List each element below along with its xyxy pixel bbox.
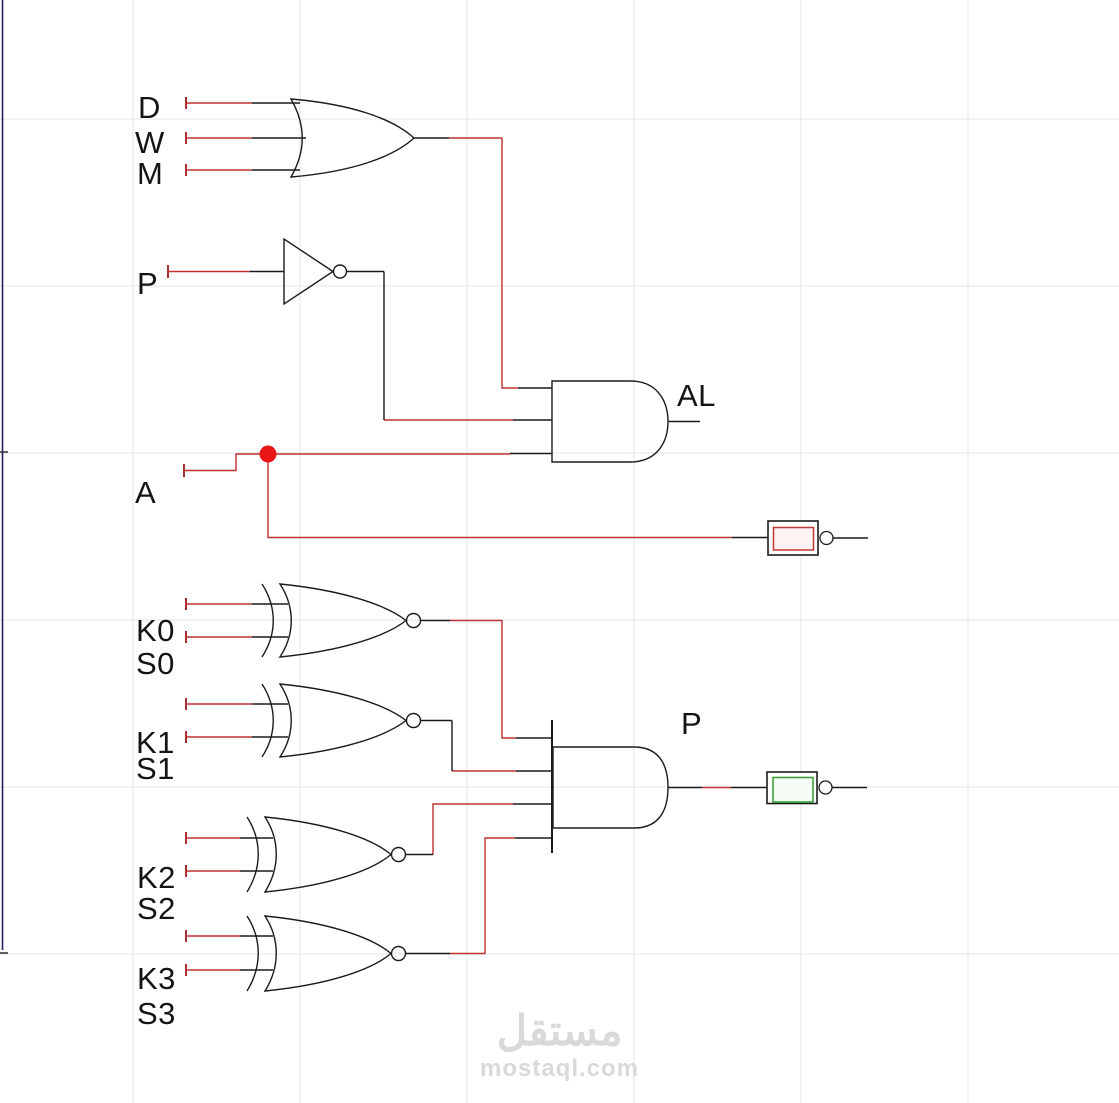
indicator-green-lens[interactable] <box>772 776 814 803</box>
wire-xnor0-to-and[interactable] <box>450 619 516 739</box>
watermark-arabic: مستقل <box>496 1007 623 1054</box>
input-label-d: D <box>138 90 161 125</box>
xnor2-back-arc <box>246 816 259 893</box>
input-label-k0: K0 <box>136 613 175 648</box>
not-body[interactable] <box>283 237 335 306</box>
not-gate[interactable] <box>250 237 385 420</box>
input-label-s3: S3 <box>137 996 176 1031</box>
xnor2-body[interactable] <box>263 816 393 893</box>
wire-a[interactable] <box>184 453 510 472</box>
gate-label-p: P <box>681 706 703 741</box>
or-gate[interactable] <box>252 98 449 178</box>
xnor1-bubble <box>405 712 422 729</box>
xnor-gate-k2s2[interactable] <box>240 816 433 893</box>
xnor0-body[interactable] <box>278 583 408 658</box>
input-label-k2: K2 <box>137 860 176 895</box>
xnor3-body[interactable] <box>263 915 393 992</box>
input-label-s1: S1 <box>136 751 175 786</box>
input-label-k1: K1 <box>136 725 175 760</box>
junction-dot[interactable] <box>259 445 277 463</box>
indicator-red[interactable] <box>732 520 868 556</box>
wire-a-to-led[interactable] <box>267 454 732 539</box>
or-body[interactable] <box>289 98 416 178</box>
xnor-gate-k0s0[interactable] <box>252 583 450 658</box>
wire-xnor3-to-and[interactable] <box>450 837 515 955</box>
indicator-red-lens[interactable] <box>772 526 815 551</box>
input-label-s2: S2 <box>137 891 176 926</box>
xnor1-back-arc <box>261 683 274 758</box>
input-terminals[interactable] <box>167 97 187 976</box>
input-label-k3: K3 <box>137 961 176 996</box>
indicator-green-bubble <box>818 780 833 795</box>
gate-label-al: AL <box>677 378 716 413</box>
indicator-red-bubble <box>819 530 834 546</box>
xnor-gate-k1s1[interactable] <box>252 683 453 771</box>
sheet-border <box>0 0 8 954</box>
input-label-m: M <box>137 156 164 191</box>
al-body[interactable] <box>551 380 669 463</box>
input-label-p: P <box>137 266 159 301</box>
input-label-a: A <box>135 475 157 510</box>
wire-xnor2-to-and[interactable] <box>432 803 513 855</box>
xnor-gate-k3s3[interactable] <box>240 915 450 992</box>
xnor3-back-arc <box>246 915 259 992</box>
not-bubble <box>332 264 348 279</box>
input-label-s0: S0 <box>136 646 175 681</box>
xnor1-body[interactable] <box>278 683 408 758</box>
xnor0-back-arc <box>261 583 274 658</box>
and-gate-p[interactable] <box>513 720 702 853</box>
xnor2-bubble <box>390 846 407 863</box>
wires[interactable] <box>168 102 732 971</box>
watermark-site: mostaql.com <box>479 1055 640 1082</box>
input-label-w: W <box>135 125 165 160</box>
wire-or-to-al[interactable] <box>449 137 518 389</box>
and-gate-al[interactable] <box>510 380 700 463</box>
indicator-green[interactable] <box>731 771 867 805</box>
